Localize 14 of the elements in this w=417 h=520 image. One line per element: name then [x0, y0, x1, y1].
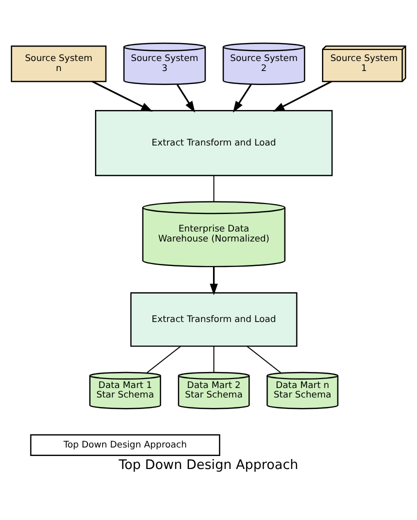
node-box: Top Down Design Approach [30, 434, 220, 456]
caption: Top Down Design Approach [118, 458, 298, 474]
node-box: Extract Transform and Load [95, 110, 333, 176]
arrow [232, 84, 252, 113]
connector [213, 175, 214, 202]
connector [213, 346, 214, 373]
node-box: Extract Transform and Load [130, 292, 298, 347]
arrow [92, 80, 153, 112]
arrow [176, 84, 196, 113]
arrow [210, 266, 218, 296]
connector [146, 346, 182, 374]
connector [246, 346, 282, 374]
arrow [272, 80, 332, 112]
node-box: Source System n [10, 46, 106, 82]
